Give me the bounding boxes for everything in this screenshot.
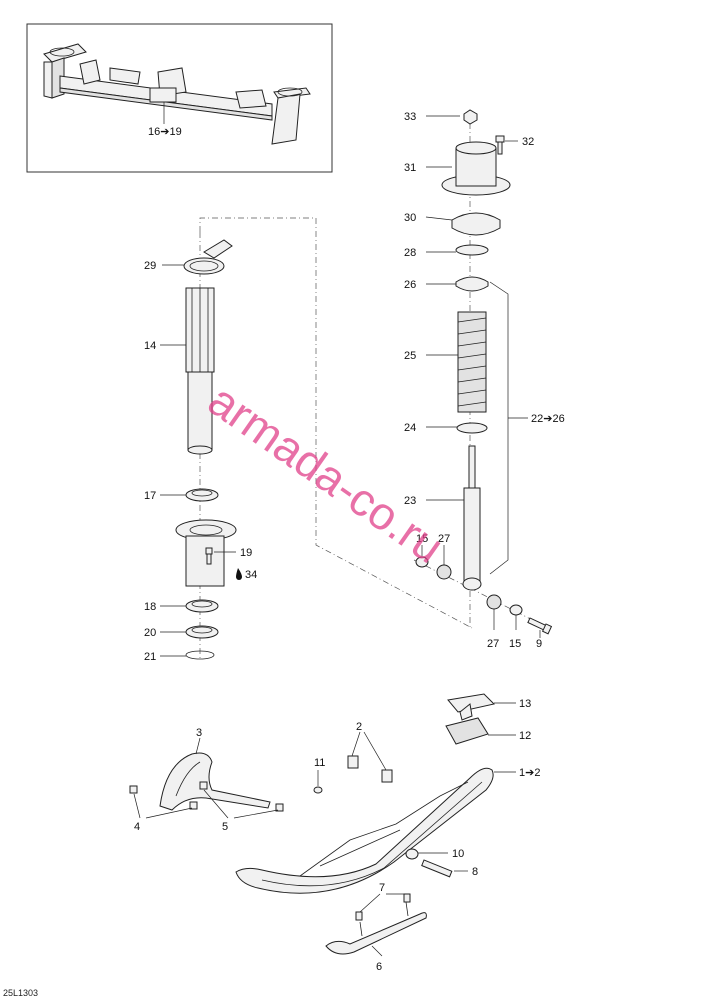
bearing-17 xyxy=(185,488,219,502)
washer-15a xyxy=(415,556,429,568)
callout-24: 24 xyxy=(404,422,416,434)
callout-23: 23 xyxy=(404,495,416,507)
callout-20: 20 xyxy=(144,627,156,639)
shock-cap-31 xyxy=(441,141,511,196)
callout-17: 17 xyxy=(144,490,156,502)
callout-28: 28 xyxy=(404,247,416,259)
clip-26 xyxy=(455,276,489,292)
callout-3: 3 xyxy=(196,727,202,739)
housing-plate xyxy=(175,519,237,587)
callout-27-upper: 27 xyxy=(438,533,450,545)
shock-absorber-assembly xyxy=(441,109,511,591)
mount-hardware xyxy=(415,556,553,635)
callout-21: 21 xyxy=(144,651,156,663)
circlip-21 xyxy=(185,650,215,660)
callout-22-26: 22➔26 xyxy=(531,413,565,425)
callout-9: 9 xyxy=(536,638,542,650)
screws-5 xyxy=(199,781,284,812)
bracket-29 xyxy=(183,239,233,275)
ski-leg-3 xyxy=(159,752,271,811)
bolt-8 xyxy=(421,859,453,878)
bushing-27a xyxy=(436,564,452,580)
screw-32 xyxy=(495,135,505,155)
bearing-20 xyxy=(185,625,219,639)
steering-column-assembly xyxy=(175,239,237,660)
callout-11: 11 xyxy=(314,757,325,769)
bolt-9 xyxy=(527,617,553,635)
callout-19: 19 xyxy=(240,547,252,559)
retaining-ring-30 xyxy=(451,212,501,236)
watermark: armada-co.ru xyxy=(199,374,453,574)
callout-29: 29 xyxy=(144,260,156,272)
leader-lines xyxy=(133,115,541,957)
callout-16-19: 16➔19 xyxy=(148,126,182,138)
cross-tube-inset: 16➔19 xyxy=(26,23,333,173)
callout-26: 26 xyxy=(404,279,416,291)
nut-33 xyxy=(463,109,478,125)
plate-13 xyxy=(447,693,495,713)
inset-frame xyxy=(26,23,333,173)
callout-1-2: 1➔2 xyxy=(519,767,540,779)
studs-7 xyxy=(355,893,411,921)
callout-30: 30 xyxy=(404,212,416,224)
callout-15-lower: 15 xyxy=(509,638,521,650)
screw-19 xyxy=(205,547,213,565)
callout-10: 10 xyxy=(452,848,464,860)
damper-12 xyxy=(445,717,489,745)
callout-8: 8 xyxy=(472,866,478,878)
diagram-code: 25L1303 xyxy=(3,988,38,998)
callout-31: 31 xyxy=(404,162,416,174)
callout-32: 32 xyxy=(522,136,534,148)
washer-15b xyxy=(509,604,523,616)
callout-27-lower: 27 xyxy=(487,638,499,650)
grease-drop-icon xyxy=(236,568,242,580)
washer-11 xyxy=(313,786,323,794)
spring-seat-24 xyxy=(456,422,488,434)
callout-7: 7 xyxy=(379,882,385,894)
callout-15-upper: 15 xyxy=(416,533,428,545)
callout-33: 33 xyxy=(404,111,416,123)
ski-1 xyxy=(235,767,494,894)
bushing-27b xyxy=(486,594,502,610)
callout-25: 25 xyxy=(404,350,416,362)
washer-10 xyxy=(405,848,419,860)
spring-25 xyxy=(457,311,487,413)
callout-6: 6 xyxy=(376,961,382,973)
cross-tube-drawing xyxy=(43,43,311,145)
callout-4: 4 xyxy=(134,821,140,833)
callout-12: 12 xyxy=(519,730,531,742)
callout-18: 18 xyxy=(144,601,156,613)
shock-body-23 xyxy=(462,445,482,591)
wear-bar-6 xyxy=(325,901,427,955)
screws-4 xyxy=(129,785,198,810)
callout-34: 34 xyxy=(245,569,257,581)
callout-13: 13 xyxy=(519,698,531,710)
callout-5: 5 xyxy=(222,821,228,833)
callout-14: 14 xyxy=(144,340,156,352)
callout-2: 2 xyxy=(356,721,362,733)
ski-assembly xyxy=(129,693,495,955)
bushings-2 xyxy=(347,755,393,783)
spline-shaft-14 xyxy=(185,287,215,455)
washer-28 xyxy=(455,244,489,256)
callout-labels: 33 32 31 30 28 26 25 24 22➔26 23 15 27 2… xyxy=(134,111,565,973)
bearing-18 xyxy=(185,599,219,613)
